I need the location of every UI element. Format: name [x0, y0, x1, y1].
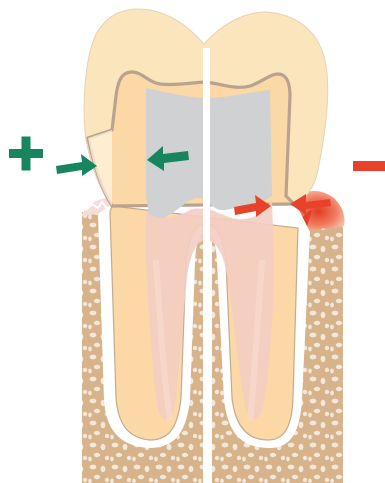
- minus-sign-icon: −: [353, 161, 385, 171]
- center-divider: [203, 48, 210, 483]
- plus-sign-icon: +: [9, 137, 43, 171]
